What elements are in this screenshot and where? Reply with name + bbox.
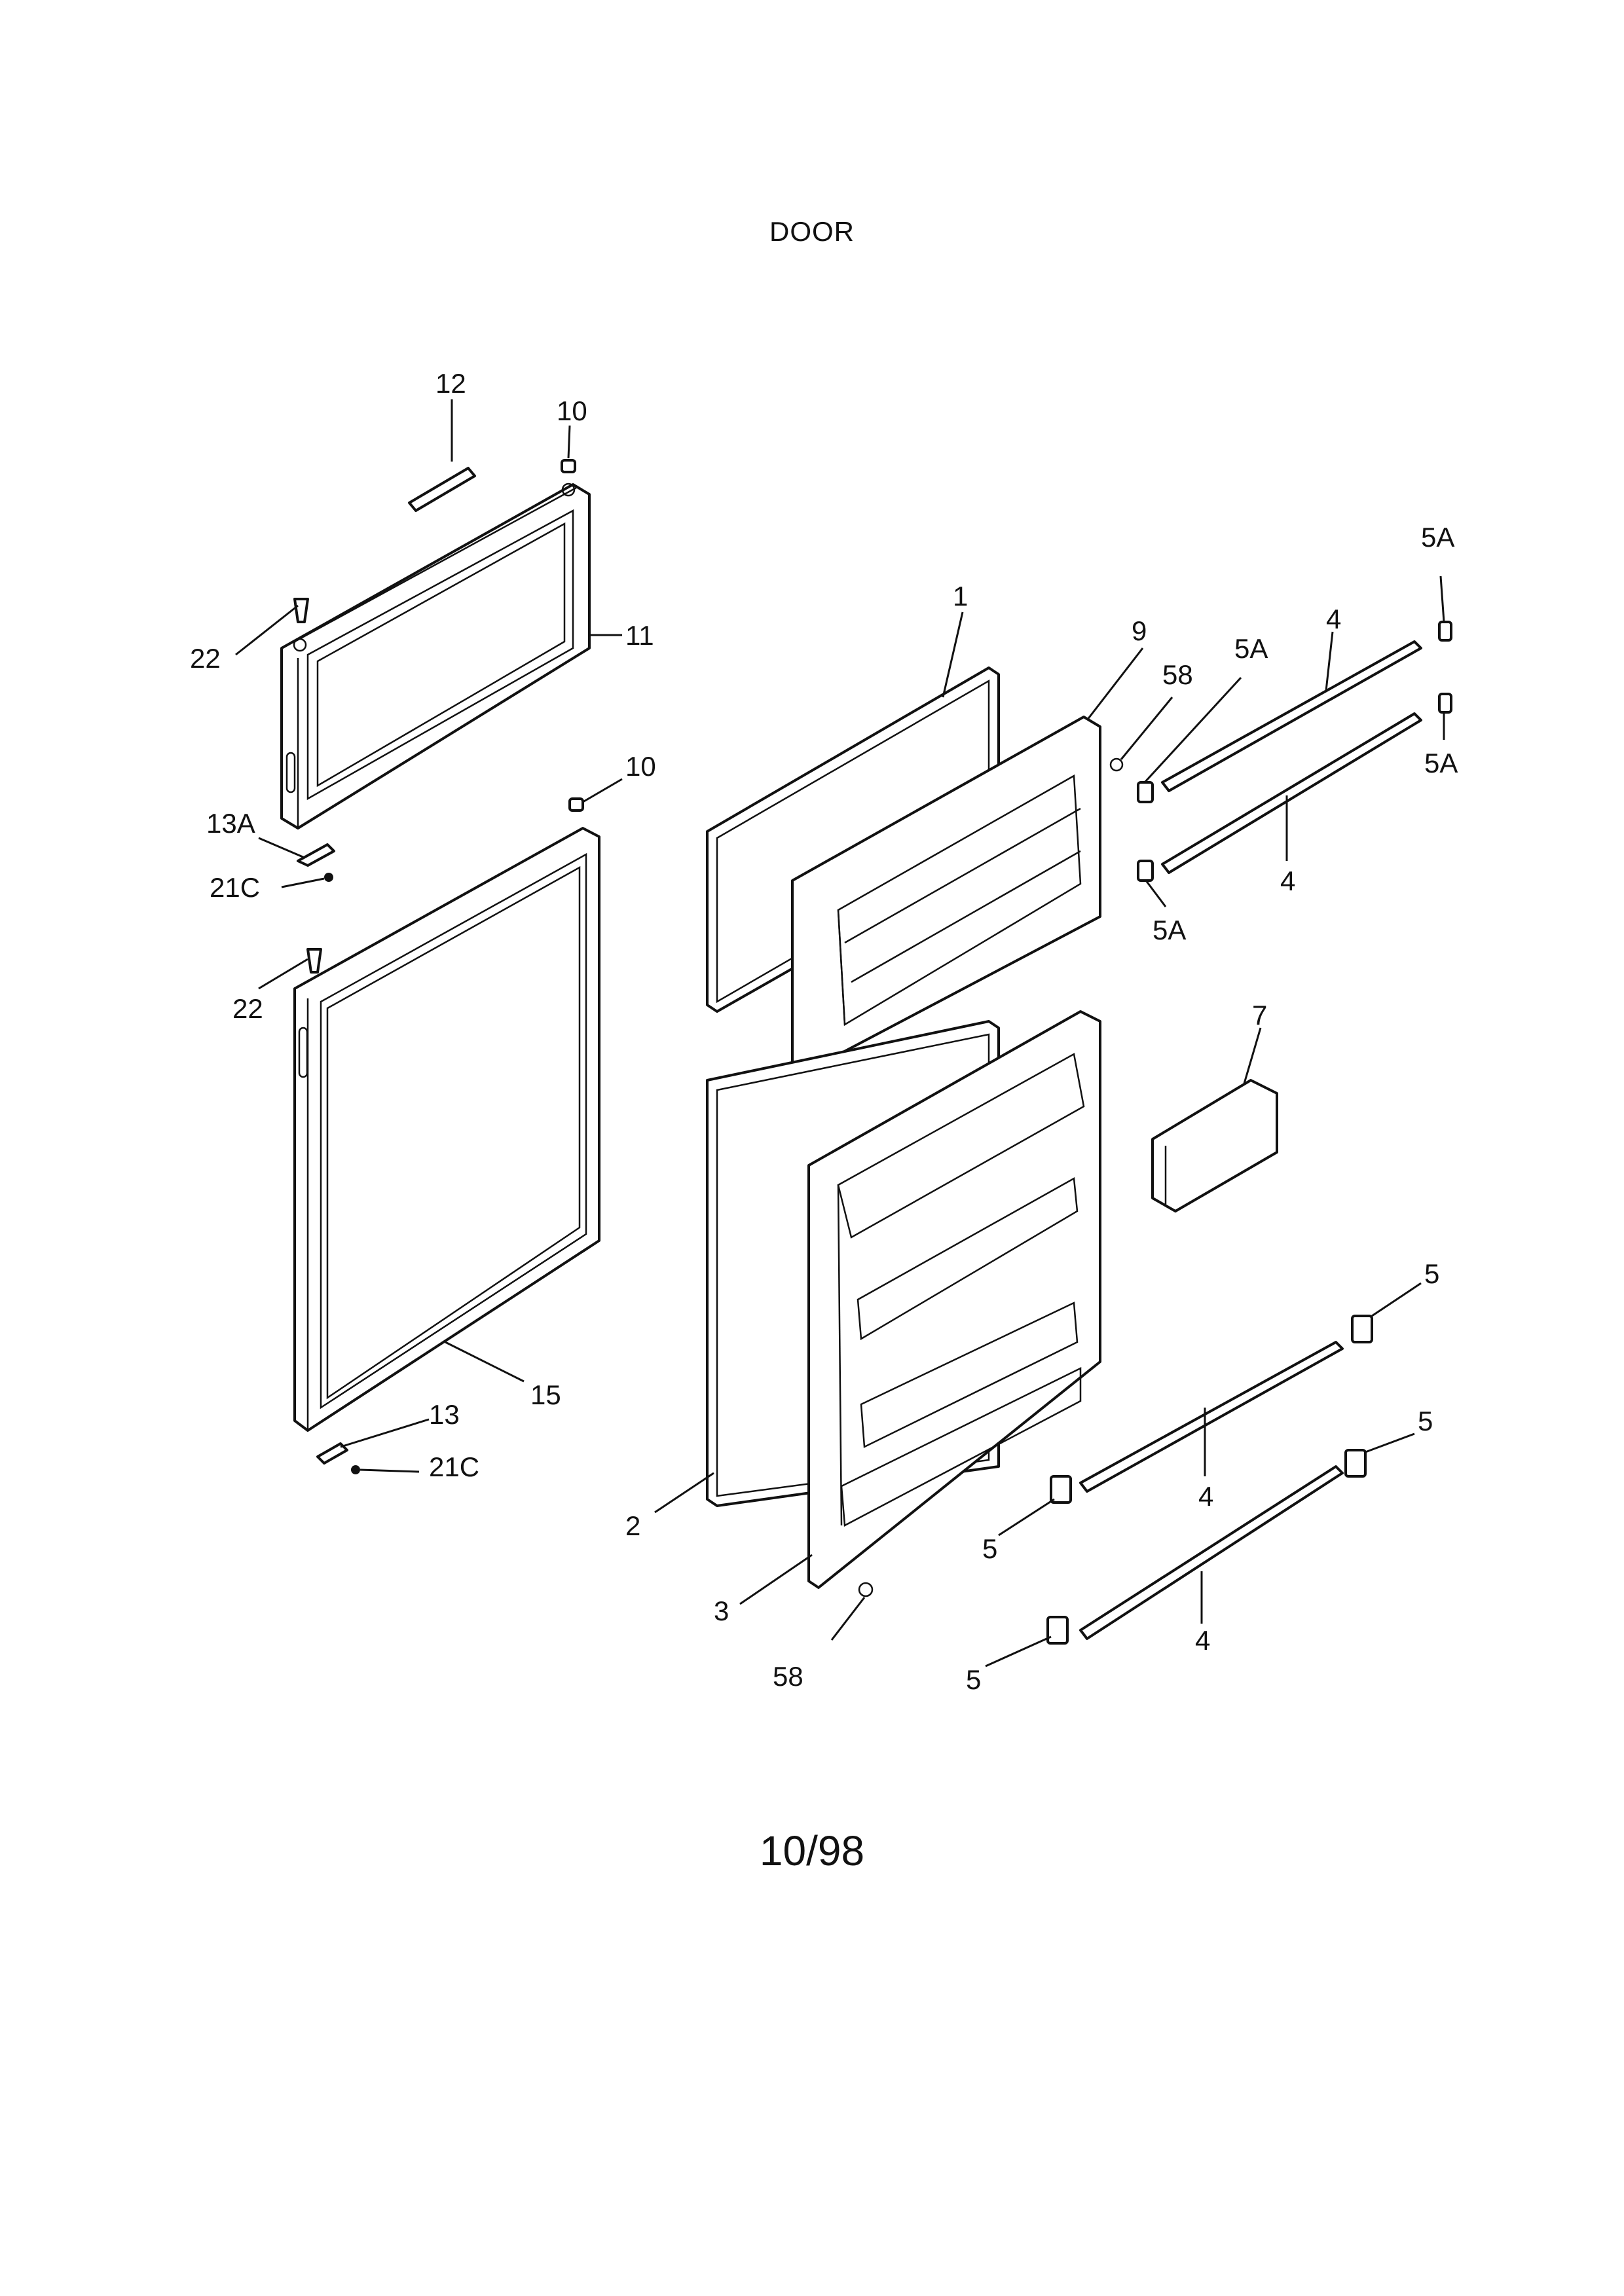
callout-9: 9 [1132,615,1147,646]
part-7-dairy-cover [1151,1079,1278,1212]
part-4-bar-upper-2 [1161,712,1422,874]
callout-4-upper-2: 4 [1280,866,1295,896]
part-4-bar-lower-1 [1079,1341,1344,1493]
callout-5-left-upper: 5 [982,1533,997,1564]
callout-5A-left-upper: 5A [1234,633,1268,664]
leader-lines [235,399,1445,1667]
part-13-bracket [316,1442,348,1465]
part-21C-screw-lower [351,1465,360,1474]
callout-58-lower: 58 [773,1661,803,1692]
callout-5A-left-lower: 5A [1153,915,1186,945]
callout-10-lower: 10 [625,751,656,782]
callout-4-lower-2: 4 [1195,1625,1210,1656]
callout-10-upper: 10 [557,395,587,426]
part-5A-clip-4 [1137,860,1154,882]
part-13A-bracket [297,843,335,867]
part-22-hinge-pin-upper [293,598,309,623]
callout-2: 2 [625,1510,640,1541]
callout-labels: 12 10 22 11 13A 21C 10 22 15 13 21C 1 2 … [190,368,1458,1695]
part-58-screw-lower [858,1582,874,1597]
part-12-label-strip [408,467,476,512]
part-11-upper-door-panel [280,483,591,829]
part-4-bar-lower-2 [1079,1465,1344,1640]
part-22-hinge-pin-lower [306,948,322,974]
part-5A-clip-2 [1438,693,1452,714]
callout-5-left-lower: 5 [966,1664,981,1695]
callout-13A: 13A [206,808,255,839]
part-15-lower-door-panel [293,827,600,1432]
callout-21C-lower: 21C [429,1451,479,1482]
callout-3: 3 [714,1595,729,1626]
part-3-lower-door-liner [807,1010,1101,1589]
callout-4-lower-1: 4 [1198,1481,1213,1512]
callout-5A-right-lower: 5A [1424,748,1458,778]
callout-58-upper: 58 [1162,659,1193,690]
callout-13: 13 [429,1399,460,1430]
part-58-screw-upper [1109,757,1124,772]
callout-4-upper-1: 4 [1326,604,1341,634]
callout-21C-upper: 21C [210,872,260,903]
diagram-title: DOOR [769,216,855,247]
part-5-end-cap-1 [1351,1315,1373,1343]
callout-22-lower: 22 [232,993,263,1024]
callout-1: 1 [953,581,968,611]
callout-5-right-upper: 5 [1424,1258,1439,1289]
part-5-end-cap-3 [1344,1449,1367,1478]
part-10-hinge-cap-lower [568,797,584,812]
callout-22-upper: 22 [190,643,221,674]
callout-15: 15 [530,1379,561,1410]
part-5A-clip-3 [1137,781,1154,803]
callout-7: 7 [1252,1000,1267,1030]
part-5-end-cap-4 [1046,1616,1069,1645]
callout-11: 11 [625,620,654,651]
date-code: 10/98 [759,1827,865,1874]
part-10-hinge-cap-upper [561,459,576,473]
part-5A-clip-1 [1438,621,1452,642]
callout-5-right-lower: 5 [1418,1406,1433,1436]
part-5-end-cap-2 [1050,1475,1072,1504]
callout-5A-right-upper: 5A [1421,522,1454,553]
callout-12: 12 [435,368,466,399]
part-4-bar-upper-1 [1161,640,1422,792]
part-21C-screw-upper [324,873,333,882]
